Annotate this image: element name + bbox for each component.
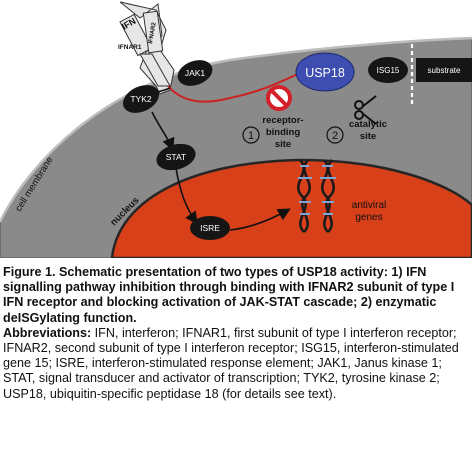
usp18-label: USP18 — [305, 66, 345, 80]
substrate-label: substrate — [428, 66, 461, 75]
site1-line2: binding — [266, 127, 300, 138]
caption-title: Figure 1. Schematic presentation of two … — [3, 265, 455, 325]
ifnar2-label: IFNAR2 — [148, 21, 158, 44]
site2-line1: catalytic — [349, 119, 387, 130]
site1-line3: site — [275, 139, 291, 150]
tyk2-label: TYK2 — [130, 94, 152, 104]
site2-annotation: 2 catalytic site — [326, 119, 387, 144]
substrate-node: substrate — [416, 58, 472, 82]
site1-annotation: 1 receptor- binding site — [242, 115, 304, 150]
cell-membrane — [0, 36, 472, 223]
inhibition-icon — [266, 85, 292, 111]
figure-caption: Figure 1. Schematic presentation of two … — [3, 265, 469, 402]
isg15-node: ISG15 — [368, 57, 408, 83]
arrow-tyk2-to-stat — [151, 111, 175, 151]
arrow-isre-to-genes — [229, 208, 291, 231]
abbreviations-text: IFN, interferon; IFNAR1, first subunit o… — [3, 325, 459, 401]
ifn-receptor: IFN IFNAR1 IFNAR2 — [118, 1, 175, 95]
usp18-schematic-diagram: IFN IFNAR1 IFNAR2 JAK1 TYK2 STAT ISRE US… — [0, 1, 472, 258]
arrow-stat-to-isre — [175, 167, 198, 225]
site1-number: 1 — [248, 130, 254, 142]
jak1-node: JAK1 — [177, 60, 213, 86]
ifnar1-label: IFNAR1 — [118, 44, 142, 51]
isg15-label: ISG15 — [377, 66, 400, 75]
usp18-receptor-link — [167, 73, 299, 103]
jak1-label: JAK1 — [185, 68, 206, 78]
stat-node: STAT — [156, 143, 196, 171]
site2-line2: site — [360, 131, 376, 142]
usp18-node: USP18 — [295, 52, 355, 92]
scissors-icon — [354, 95, 377, 125]
caption-abbreviations: Abbreviations: IFN, interferon; IFNAR1, … — [3, 326, 469, 402]
antiviral-genes-line2: genes — [355, 212, 382, 223]
tyk2-node: TYK2 — [122, 85, 160, 113]
site1-line1: receptor- — [262, 115, 303, 126]
stat-label: STAT — [166, 152, 186, 162]
dna-helix — [297, 159, 336, 233]
abbreviations-label: Abbreviations: — [3, 325, 92, 340]
antiviral-genes-line1: antiviral — [352, 200, 386, 211]
isre-node: ISRE — [190, 216, 230, 240]
site2-number: 2 — [332, 130, 338, 142]
isre-label: ISRE — [200, 223, 220, 233]
